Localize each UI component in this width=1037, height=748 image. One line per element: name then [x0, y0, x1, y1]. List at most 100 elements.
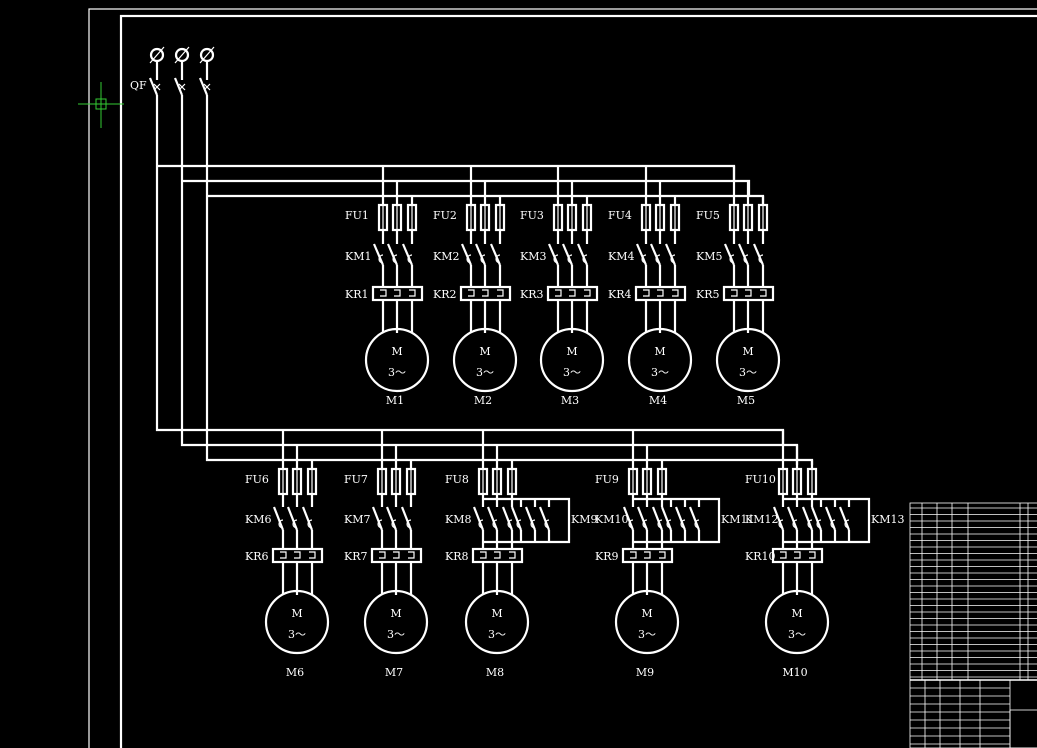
motor-symbol: [452, 327, 518, 393]
thermal-relay-label: KR5: [696, 288, 720, 301]
thermal-relay-label: KR1: [345, 288, 369, 301]
motor-m-text: M: [479, 345, 490, 358]
thermal-relay-box: [634, 285, 687, 302]
motor-phase-text: 3～: [488, 628, 506, 641]
fuse-label: FU9: [595, 473, 619, 486]
motor-label: M1: [386, 394, 404, 407]
row2-branches: M3～M6FU6KM6KR6M3～M7FU7KM7KR7KM9M3～M8FU8K…: [245, 430, 904, 679]
thermal-relay-label: KR9: [595, 550, 619, 563]
contactor-label: KM6: [245, 513, 271, 526]
contactor-label: KM5: [696, 250, 722, 263]
main-switch-qf: QF: [130, 46, 215, 96]
title-block-table: [909, 502, 1037, 748]
thermal-relay-label: KR10: [745, 550, 776, 563]
motor-symbol: [627, 327, 693, 393]
fuse-label: FU6: [245, 473, 269, 486]
thermal-relay-box: [271, 547, 324, 564]
qf-label: QF: [130, 79, 147, 92]
thermal-relay-label: KR7: [344, 550, 368, 563]
thermal-relay-box: [722, 285, 775, 302]
motor-phase-text: 3～: [387, 628, 405, 641]
thermal-relay-box: [621, 547, 674, 564]
thermal-relay-label: KR3: [520, 288, 544, 301]
motor-phase-text: 3～: [388, 366, 406, 379]
motor-phase-text: 3～: [788, 628, 806, 641]
motor-label: M7: [385, 666, 403, 679]
thermal-relay-box: [371, 285, 424, 302]
fuse-label: FU8: [445, 473, 469, 486]
motor-symbol: [364, 327, 430, 393]
motor-phase-text: 3～: [651, 366, 669, 379]
contactor-label: KM1: [345, 250, 371, 263]
motor-m-text: M: [641, 607, 652, 620]
motor-m-text: M: [390, 607, 401, 620]
motor-phase-text: 3～: [739, 366, 757, 379]
thermal-relay-box: [546, 285, 599, 302]
motor-m-text: M: [491, 607, 502, 620]
thermal-relay-label: KR2: [433, 288, 457, 301]
contactor-label: KM12: [745, 513, 778, 526]
row1-branches: M3～M1FU1KM1KR1M3～M2FU2KM2KR2M3～M3FU3KM3K…: [345, 166, 781, 407]
motor-label: M10: [782, 666, 807, 679]
inner-border: [119, 14, 1037, 748]
thermal-relay-box: [370, 547, 423, 564]
motor-m-text: M: [742, 345, 753, 358]
motor-m-text: M: [654, 345, 665, 358]
motor-label: M5: [737, 394, 755, 407]
thermal-relay-label: KR6: [245, 550, 269, 563]
motor-label: M9: [636, 666, 654, 679]
contactor-label: KM10: [595, 513, 628, 526]
motor-label: M2: [474, 394, 492, 407]
contactor-label-reverse: KM13: [871, 513, 904, 526]
motor-m-text: M: [791, 607, 802, 620]
fuse-label: FU10: [745, 473, 776, 486]
thermal-relay-box: [471, 547, 524, 564]
motor-phase-text: 3～: [563, 366, 581, 379]
motor-symbol: [539, 327, 605, 393]
motor-m-text: M: [566, 345, 577, 358]
motor-symbol: [614, 589, 680, 655]
thermal-relay-label: KR8: [445, 550, 469, 563]
motor-symbol: [764, 589, 830, 655]
fuse-label: FU4: [608, 209, 632, 222]
fuse-label: FU5: [696, 209, 720, 222]
fuse-label: FU3: [520, 209, 544, 222]
contactor-label: KM3: [520, 250, 546, 263]
motor-phase-text: 3～: [476, 366, 494, 379]
outer-border: [88, 8, 1037, 748]
motor-m-text: M: [391, 345, 402, 358]
fuse-label: FU1: [345, 209, 369, 222]
motor-symbol: [715, 327, 781, 393]
contactor-label: KM7: [344, 513, 370, 526]
fuse-label: FU7: [344, 473, 368, 486]
contactor-label: KM2: [433, 250, 459, 263]
fuse-label: FU2: [433, 209, 457, 222]
thermal-relay-box: [459, 285, 512, 302]
contactor-label: KM4: [608, 250, 634, 263]
thermal-relay-box: [771, 547, 824, 564]
motor-label: M8: [486, 666, 504, 679]
motor-label: M4: [649, 394, 667, 407]
motor-phase-text: 3～: [638, 628, 656, 641]
motor-label: M6: [286, 666, 304, 679]
crosshair-cursor-icon[interactable]: [78, 82, 124, 128]
contactor-label: KM8: [445, 513, 471, 526]
thermal-relay-label: KR4: [608, 288, 632, 301]
contactor-label-reverse: KM9: [571, 513, 597, 526]
motor-symbol: [363, 589, 429, 655]
motor-symbol: [464, 589, 530, 655]
motor-label: M3: [561, 394, 579, 407]
motor-m-text: M: [291, 607, 302, 620]
contactor-label-reverse: KM11: [721, 513, 754, 526]
motor-phase-text: 3～: [288, 628, 306, 641]
